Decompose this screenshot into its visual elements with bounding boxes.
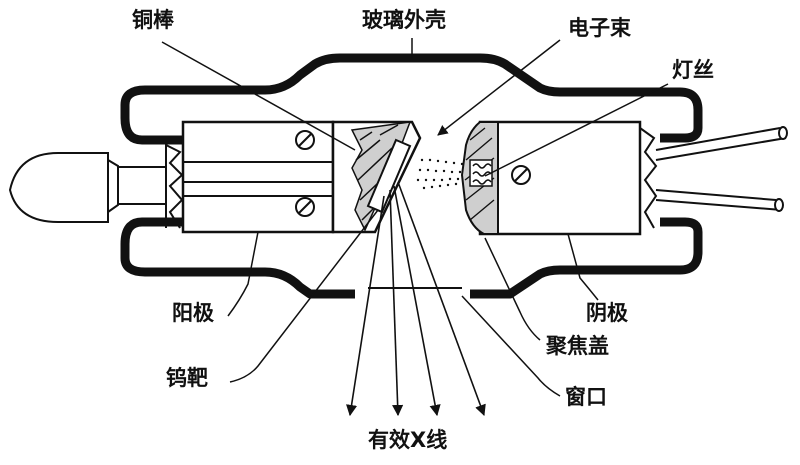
leader-window: [461, 295, 561, 397]
xray-arrows: [346, 181, 486, 417]
cathode-block: [478, 120, 658, 236]
label-anode: 阳极: [172, 301, 214, 325]
leader-tungsten-target: [229, 209, 379, 383]
anode-block: [181, 120, 335, 234]
leader-copper-rod: [161, 41, 356, 151]
electron-beam: [416, 158, 464, 190]
focusing-cup: [460, 121, 499, 235]
label-useful-xray: 有效X线: [368, 428, 448, 452]
label-tungsten-target: 钨靶: [166, 366, 208, 390]
leader-focusing-cup: [484, 237, 541, 341]
label-copper-rod: 铜棒: [132, 8, 174, 32]
leader-anode: [227, 231, 259, 317]
leader-cathode: [567, 233, 599, 301]
label-window: 窗口: [565, 385, 607, 409]
anode-cap: [8, 152, 109, 223]
label-electron-beam: 电子束: [568, 16, 631, 40]
glass-envelope-upper: [120, 53, 703, 145]
leader-filament: [484, 83, 669, 177]
label-filament: 灯丝: [672, 58, 714, 82]
label-glass-envelope: 玻璃外壳: [362, 8, 446, 32]
filament-coil: [472, 163, 492, 185]
copper-rod-head: [331, 120, 422, 234]
cathode-wires: [655, 126, 788, 212]
label-cathode: 阴极: [586, 301, 628, 325]
leader-electron-beam: [437, 39, 561, 136]
glass-envelope-lower: [120, 217, 703, 299]
label-focusing-cup: 聚焦盖: [546, 334, 609, 358]
